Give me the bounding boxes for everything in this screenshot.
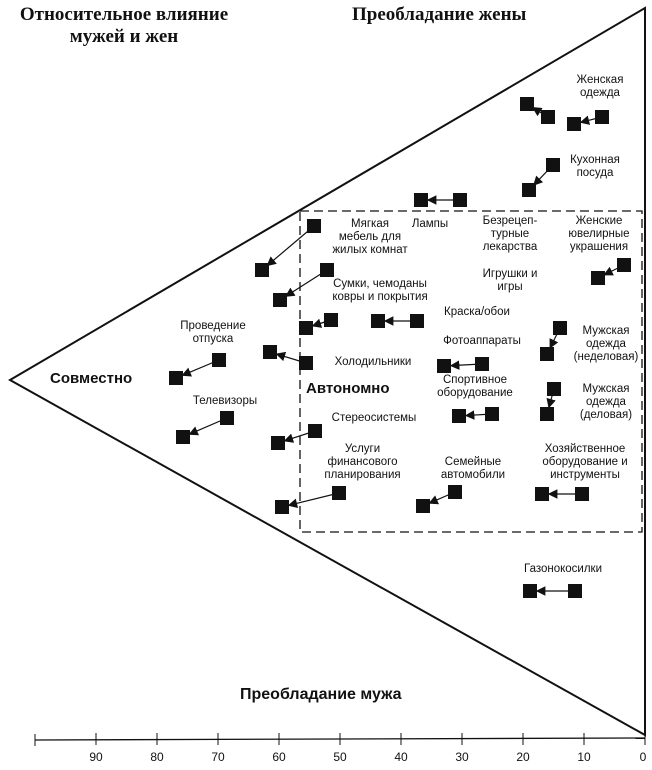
item-label: Хозяйственное оборудование и инструменты xyxy=(542,443,628,481)
start-marker xyxy=(617,258,631,272)
start-marker xyxy=(320,263,334,277)
axis-tick-label: 50 xyxy=(333,750,347,764)
start-marker xyxy=(307,219,321,233)
end-marker xyxy=(591,271,605,285)
axis-tick-label: 30 xyxy=(455,750,469,764)
start-marker xyxy=(212,353,226,367)
end-marker xyxy=(273,293,287,307)
axis-tick-label: 70 xyxy=(211,750,225,764)
end-marker xyxy=(520,97,534,111)
item-label: Кухонная посуда xyxy=(570,154,620,179)
end-marker xyxy=(371,314,385,328)
start-marker xyxy=(475,357,489,371)
end-marker xyxy=(169,371,183,385)
start-marker xyxy=(595,110,609,124)
axis-tick-label: 60 xyxy=(272,750,286,764)
start-marker xyxy=(547,382,561,396)
axis-tick-label: 90 xyxy=(89,750,103,764)
item-label: Мягкая мебель для жилых комнат xyxy=(332,218,408,256)
item-label: Сумки, чемоданы ковры и покрытия xyxy=(332,278,428,303)
end-marker xyxy=(271,436,285,450)
start-marker xyxy=(299,356,313,370)
item-label: Газонокосилки xyxy=(523,563,603,575)
title-relative-influence: Относительное влияние мужей и жен xyxy=(4,4,244,48)
item-label: Игрушки и игры xyxy=(482,268,538,293)
start-marker xyxy=(308,424,322,438)
item-label: Стереосистемы xyxy=(331,412,417,424)
title-line-2: мужей и жен xyxy=(69,26,179,47)
end-marker xyxy=(567,117,581,131)
end-marker xyxy=(263,345,277,359)
item-label: Краска/обои xyxy=(444,306,510,318)
end-marker xyxy=(523,584,537,598)
axis-tick-label: 40 xyxy=(394,750,408,764)
start-marker xyxy=(332,486,346,500)
item-label: Проведение отпуска xyxy=(180,320,246,345)
end-marker xyxy=(275,500,289,514)
start-marker xyxy=(546,158,560,172)
start-marker xyxy=(568,584,582,598)
shift-arrow xyxy=(266,225,315,267)
item-label: Услуги финансового планирования xyxy=(324,443,401,481)
title-husband-dominant: Преобладание мужа xyxy=(240,686,402,703)
title-line-1: Относительное влияние xyxy=(19,4,229,25)
title-wife-dominant: Преобладание жены xyxy=(352,4,527,25)
end-marker xyxy=(522,183,536,197)
start-marker xyxy=(448,485,462,499)
end-marker xyxy=(540,407,554,421)
start-marker xyxy=(410,314,424,328)
axis-tick-label: 10 xyxy=(577,750,591,764)
item-label: Мужская одежда (неделовая) xyxy=(573,325,639,363)
end-marker xyxy=(540,347,554,361)
item-label: Спортивное оборудование xyxy=(437,374,513,399)
item-label: Женские ювелирные украшения xyxy=(568,215,630,253)
end-marker xyxy=(176,430,190,444)
item-label: Холодильники xyxy=(334,356,412,368)
shift-arrow xyxy=(287,492,340,508)
start-marker xyxy=(453,193,467,207)
end-marker xyxy=(416,499,430,513)
end-marker xyxy=(299,321,313,335)
item-label: Фотоаппараты xyxy=(443,335,521,347)
start-marker xyxy=(575,487,589,501)
item-label: Безрецеп-турные лекарства xyxy=(482,215,538,253)
end-marker xyxy=(437,359,451,373)
triangle-outline xyxy=(7,6,646,737)
end-marker xyxy=(452,409,466,423)
label-joint: Совместно xyxy=(50,370,133,387)
item-label: Телевизоры xyxy=(192,395,258,407)
autonomous-dashed-region xyxy=(299,210,643,533)
axis-tick-label: 20 xyxy=(516,750,530,764)
end-marker xyxy=(255,263,269,277)
end-marker xyxy=(535,487,549,501)
label-autonomous: Автономно xyxy=(306,380,390,397)
item-label: Мужская одежда (деловая) xyxy=(579,383,633,421)
start-marker xyxy=(324,313,338,327)
start-marker xyxy=(541,110,555,124)
item-label: Женская одежда xyxy=(576,74,624,99)
start-marker xyxy=(485,407,499,421)
item-label: Лампы xyxy=(411,218,449,230)
start-marker xyxy=(553,321,567,335)
end-marker xyxy=(414,193,428,207)
axis-tick-label: 80 xyxy=(150,750,164,764)
item-label: Семейные автомобили xyxy=(440,456,506,481)
start-marker xyxy=(220,411,234,425)
axis-tick-label: 0 xyxy=(639,750,647,764)
